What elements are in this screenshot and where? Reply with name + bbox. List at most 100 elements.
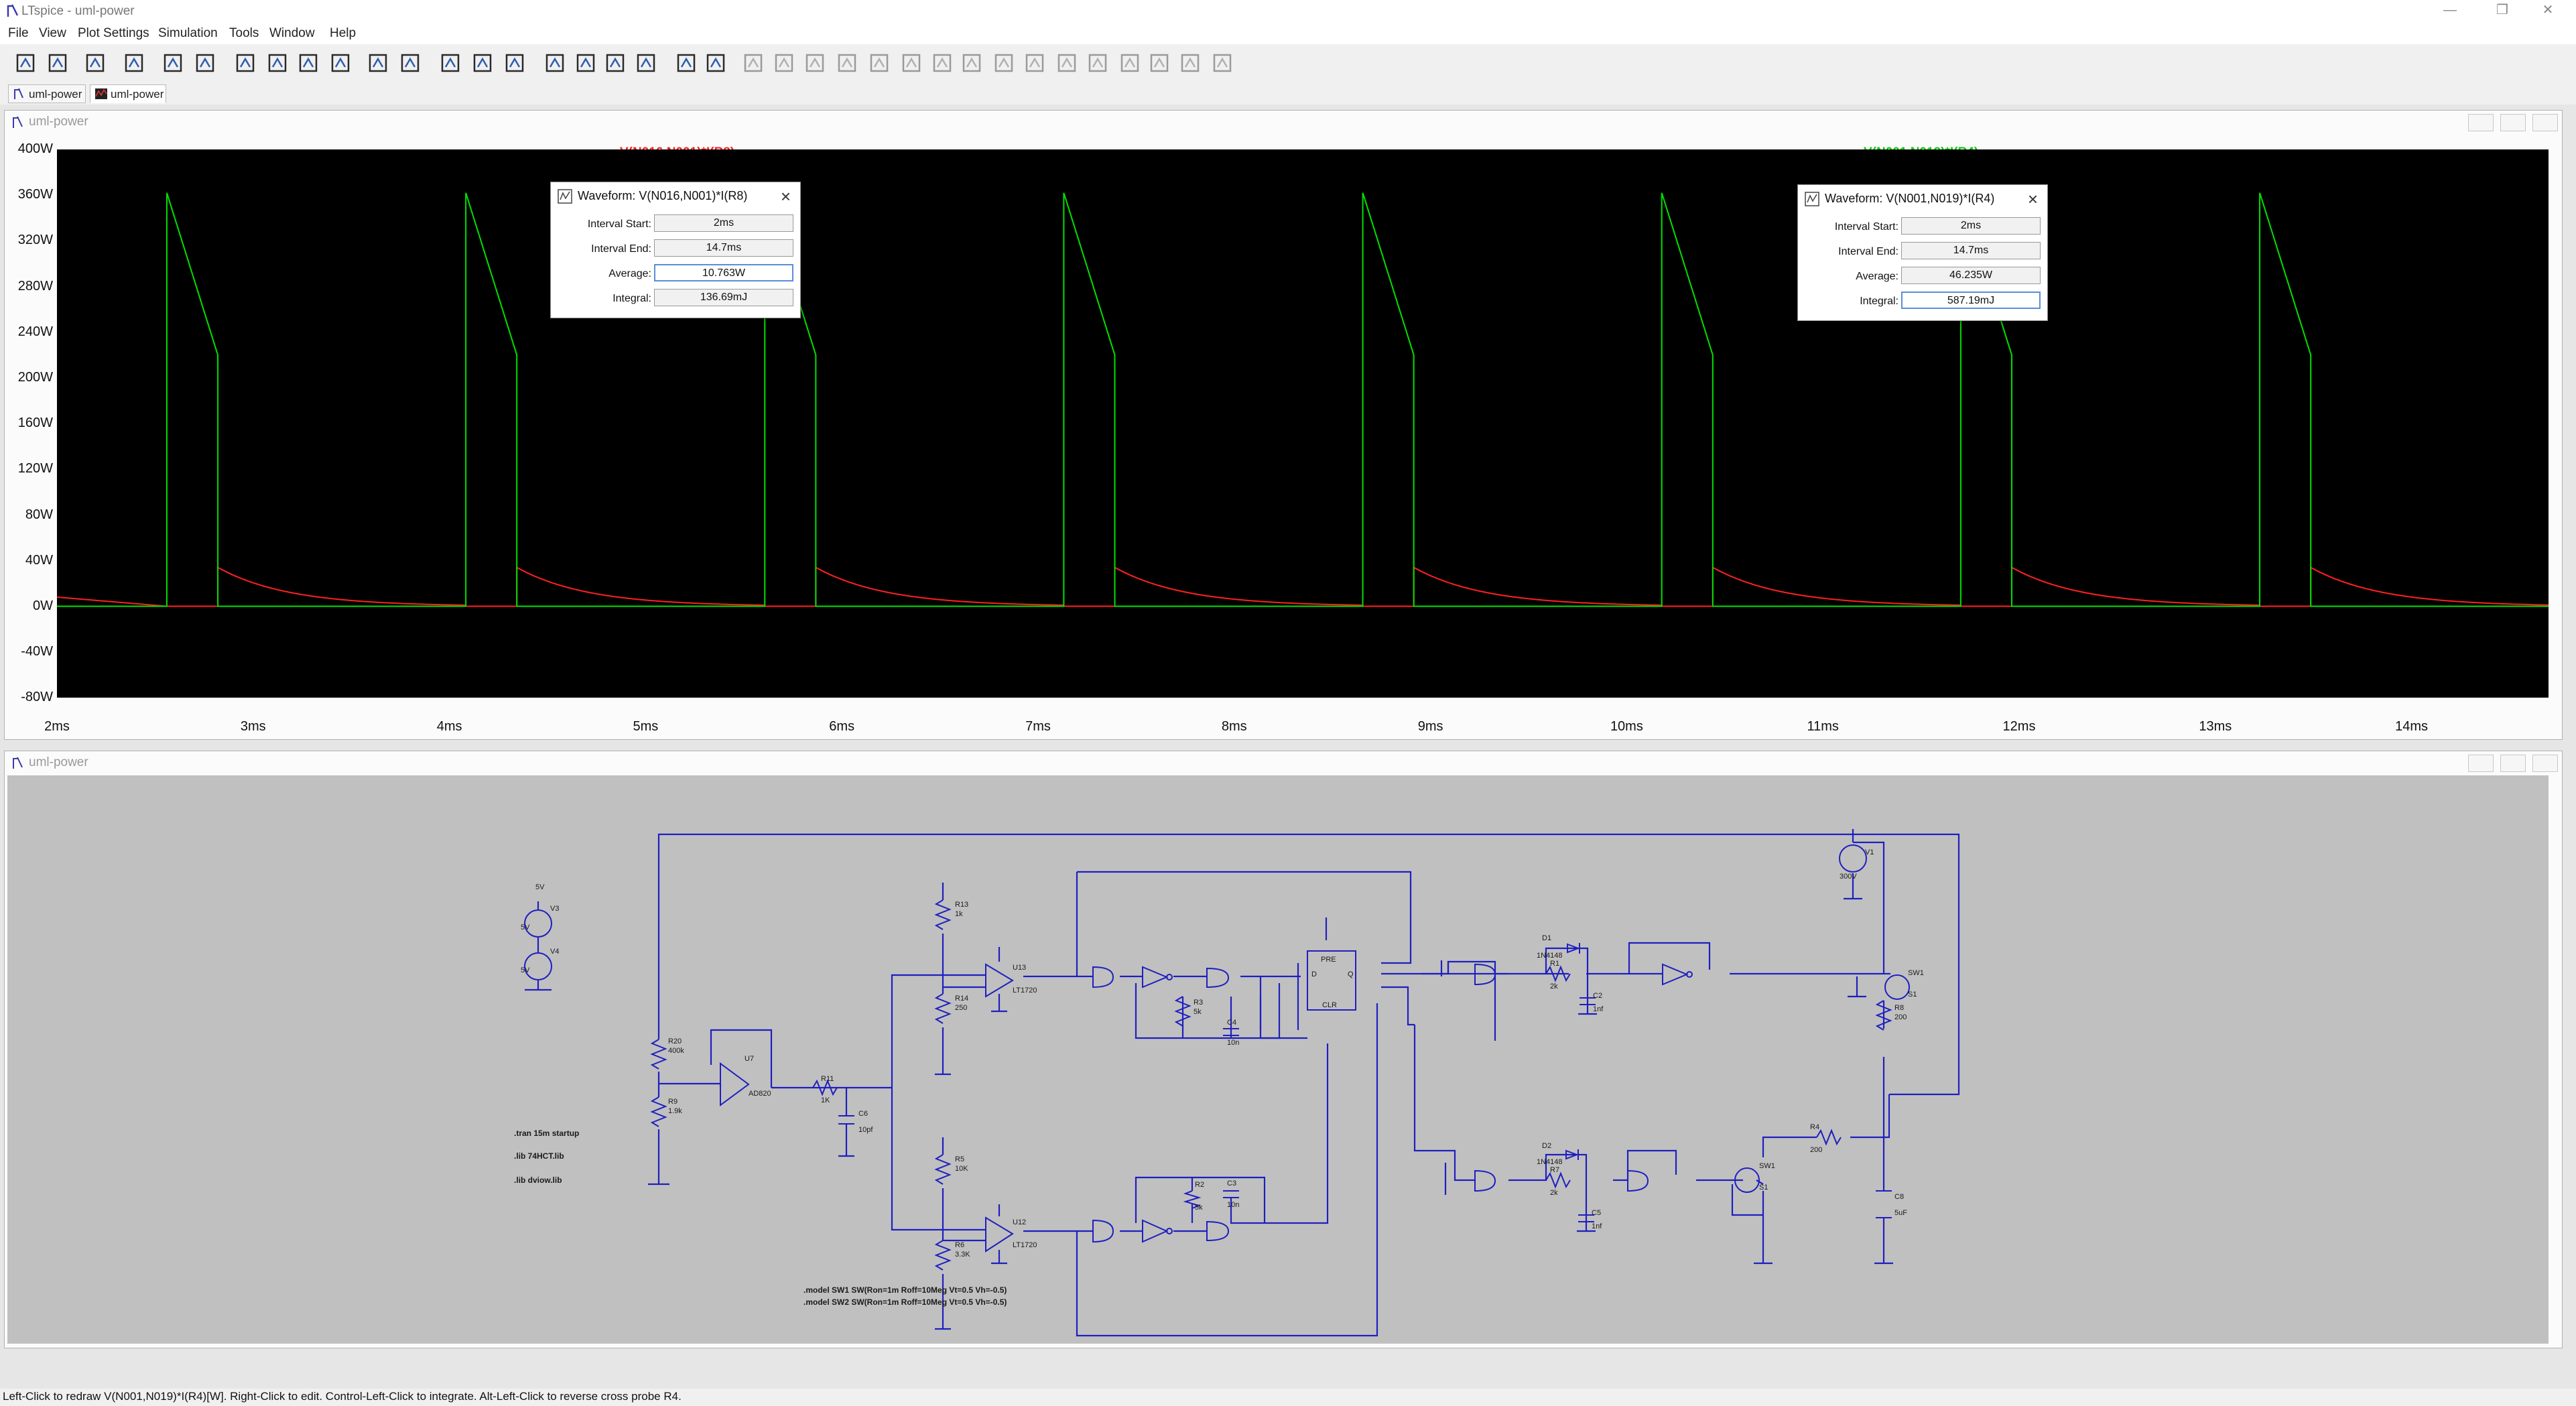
mirror-icon[interactable] xyxy=(1146,50,1173,76)
wire-icon[interactable] xyxy=(740,50,767,76)
child-restore-button[interactable] xyxy=(2500,755,2526,772)
drag-icon[interactable] xyxy=(1021,50,1048,76)
interval-start-field[interactable]: 2ms xyxy=(1901,217,2041,235)
menu-simulation[interactable]: Simulation xyxy=(158,26,218,40)
menu-help[interactable]: Help xyxy=(330,26,357,40)
y-tick-label: 160W xyxy=(17,416,53,431)
close-button[interactable]: ✕ xyxy=(2542,3,2554,17)
label-icon[interactable] xyxy=(801,50,828,76)
plot-area[interactable] xyxy=(56,149,2549,698)
svg-text:S1: S1 xyxy=(1759,1184,1768,1192)
redo-icon[interactable] xyxy=(1084,50,1111,76)
menu-view[interactable]: View xyxy=(39,26,66,40)
svg-text:400k: 400k xyxy=(668,1047,684,1055)
mark-unused-icon[interactable] xyxy=(397,50,424,76)
menu-file[interactable]: File xyxy=(8,26,29,40)
child-minimize-button[interactable] xyxy=(2468,755,2494,772)
move-icon[interactable] xyxy=(990,50,1017,76)
svg-text:C3: C3 xyxy=(1227,1179,1236,1188)
pan-hand-icon[interactable] xyxy=(192,50,218,76)
save-icon[interactable] xyxy=(82,50,109,76)
child-close-button[interactable] xyxy=(2532,114,2558,131)
undo-icon[interactable] xyxy=(1053,50,1080,76)
menu-plot-settings[interactable]: Plot Settings xyxy=(78,26,149,40)
svg-text:R6: R6 xyxy=(955,1241,964,1249)
title-bar: LTspice - uml-power — ❐ ✕ xyxy=(0,0,2576,23)
zoom-in-icon[interactable] xyxy=(232,50,259,76)
close-icon[interactable]: × xyxy=(2027,189,2038,209)
svg-text:C4: C4 xyxy=(1227,1019,1236,1027)
average-field[interactable]: 10.763W xyxy=(654,264,793,281)
x-tick-label: 10ms xyxy=(1610,719,1643,734)
tile-vertical-icon[interactable] xyxy=(469,50,496,76)
spice-directive-icon[interactable] xyxy=(1209,50,1236,76)
ground-icon[interactable] xyxy=(771,50,797,76)
integral-field[interactable]: 136.69mJ xyxy=(654,289,793,306)
rotate-icon[interactable] xyxy=(1116,50,1143,76)
integral-field[interactable]: 587.19mJ xyxy=(1901,292,2041,309)
cut-icon[interactable] xyxy=(541,50,568,76)
zoom-out-icon[interactable] xyxy=(264,50,291,76)
paste-icon[interactable] xyxy=(602,50,629,76)
tile-horizontal-icon[interactable] xyxy=(437,50,464,76)
schematic-icon xyxy=(13,757,23,769)
dialog-label: Interval Start: xyxy=(1834,221,1898,233)
svg-text:C2: C2 xyxy=(1593,992,1602,1000)
copy-icon[interactable] xyxy=(572,50,599,76)
zoom-extents-icon[interactable] xyxy=(327,50,354,76)
print-icon[interactable] xyxy=(673,50,700,76)
component-icon[interactable] xyxy=(958,50,985,76)
x-tick-label: 3ms xyxy=(240,719,266,734)
interval-end-field[interactable]: 14.7ms xyxy=(1901,242,2041,259)
svg-text:5k: 5k xyxy=(1194,1008,1202,1016)
svg-text:D1: D1 xyxy=(1542,934,1551,942)
open-icon[interactable] xyxy=(44,50,71,76)
y-tick-label: -80W xyxy=(21,690,53,705)
tab-schematic[interactable]: uml-power xyxy=(8,84,86,103)
svg-text:R9: R9 xyxy=(668,1098,678,1106)
svg-text:SW1: SW1 xyxy=(1759,1162,1775,1170)
run-icon[interactable] xyxy=(12,50,39,76)
schematic-canvas[interactable]: V3 5V V4 5V 5V V1 300V R20 400k R9 1.9k … xyxy=(7,775,2549,1344)
diode-icon[interactable] xyxy=(929,50,956,76)
trace-r4-power[interactable] xyxy=(57,192,2549,607)
waveform-icon xyxy=(13,116,23,128)
svg-text:R2: R2 xyxy=(1195,1181,1204,1189)
dialog-label: Integral: xyxy=(1860,296,1898,307)
svg-text:200: 200 xyxy=(1894,1013,1907,1021)
interval-start-field[interactable]: 2ms xyxy=(654,214,793,232)
cascade-icon[interactable] xyxy=(501,50,528,76)
menu-window[interactable]: Window xyxy=(269,26,315,40)
average-field[interactable]: 46.235W xyxy=(1901,267,2041,284)
find-icon[interactable] xyxy=(633,50,659,76)
child-restore-button[interactable] xyxy=(2500,114,2526,131)
halt-icon[interactable] xyxy=(159,50,186,76)
print-preview-icon[interactable] xyxy=(702,50,729,76)
average-row: Average:10.763W xyxy=(551,264,800,284)
circuit-diagram: V3 5V V4 5V 5V V1 300V R20 400k R9 1.9k … xyxy=(514,829,1960,1337)
x-tick-label: 9ms xyxy=(1417,719,1443,734)
control-panel-icon[interactable] xyxy=(121,50,147,76)
x-tick-label: 11ms xyxy=(1807,719,1839,734)
inductor-icon[interactable] xyxy=(898,50,925,76)
interval-end-field[interactable]: 14.7ms xyxy=(654,239,793,257)
resistor-icon[interactable] xyxy=(834,50,860,76)
tab-waveform[interactable]: uml-power xyxy=(90,84,166,103)
autorange-icon[interactable] xyxy=(365,50,391,76)
text-icon[interactable] xyxy=(1177,50,1204,76)
y-tick-label: 80W xyxy=(25,507,53,522)
minimize-button[interactable]: — xyxy=(2443,3,2457,17)
trace-r8-power[interactable] xyxy=(56,566,2549,607)
zoom-back-icon[interactable] xyxy=(295,50,322,76)
capacitor-icon[interactable] xyxy=(866,50,893,76)
child-close-button[interactable] xyxy=(2532,755,2558,772)
svg-text:1nf: 1nf xyxy=(1593,1005,1604,1013)
menu-tools[interactable]: Tools xyxy=(229,26,259,40)
x-tick-label: 6ms xyxy=(829,719,855,734)
child-minimize-button[interactable] xyxy=(2468,114,2494,131)
maximize-button[interactable]: ❐ xyxy=(2496,3,2508,17)
window-title: LTspice - uml-power xyxy=(21,4,135,18)
close-icon[interactable]: × xyxy=(780,186,791,206)
svg-text:1nf: 1nf xyxy=(1592,1222,1602,1230)
dialog-header: Waveform: V(N001,N019)*I(R4) × xyxy=(1798,185,2047,212)
